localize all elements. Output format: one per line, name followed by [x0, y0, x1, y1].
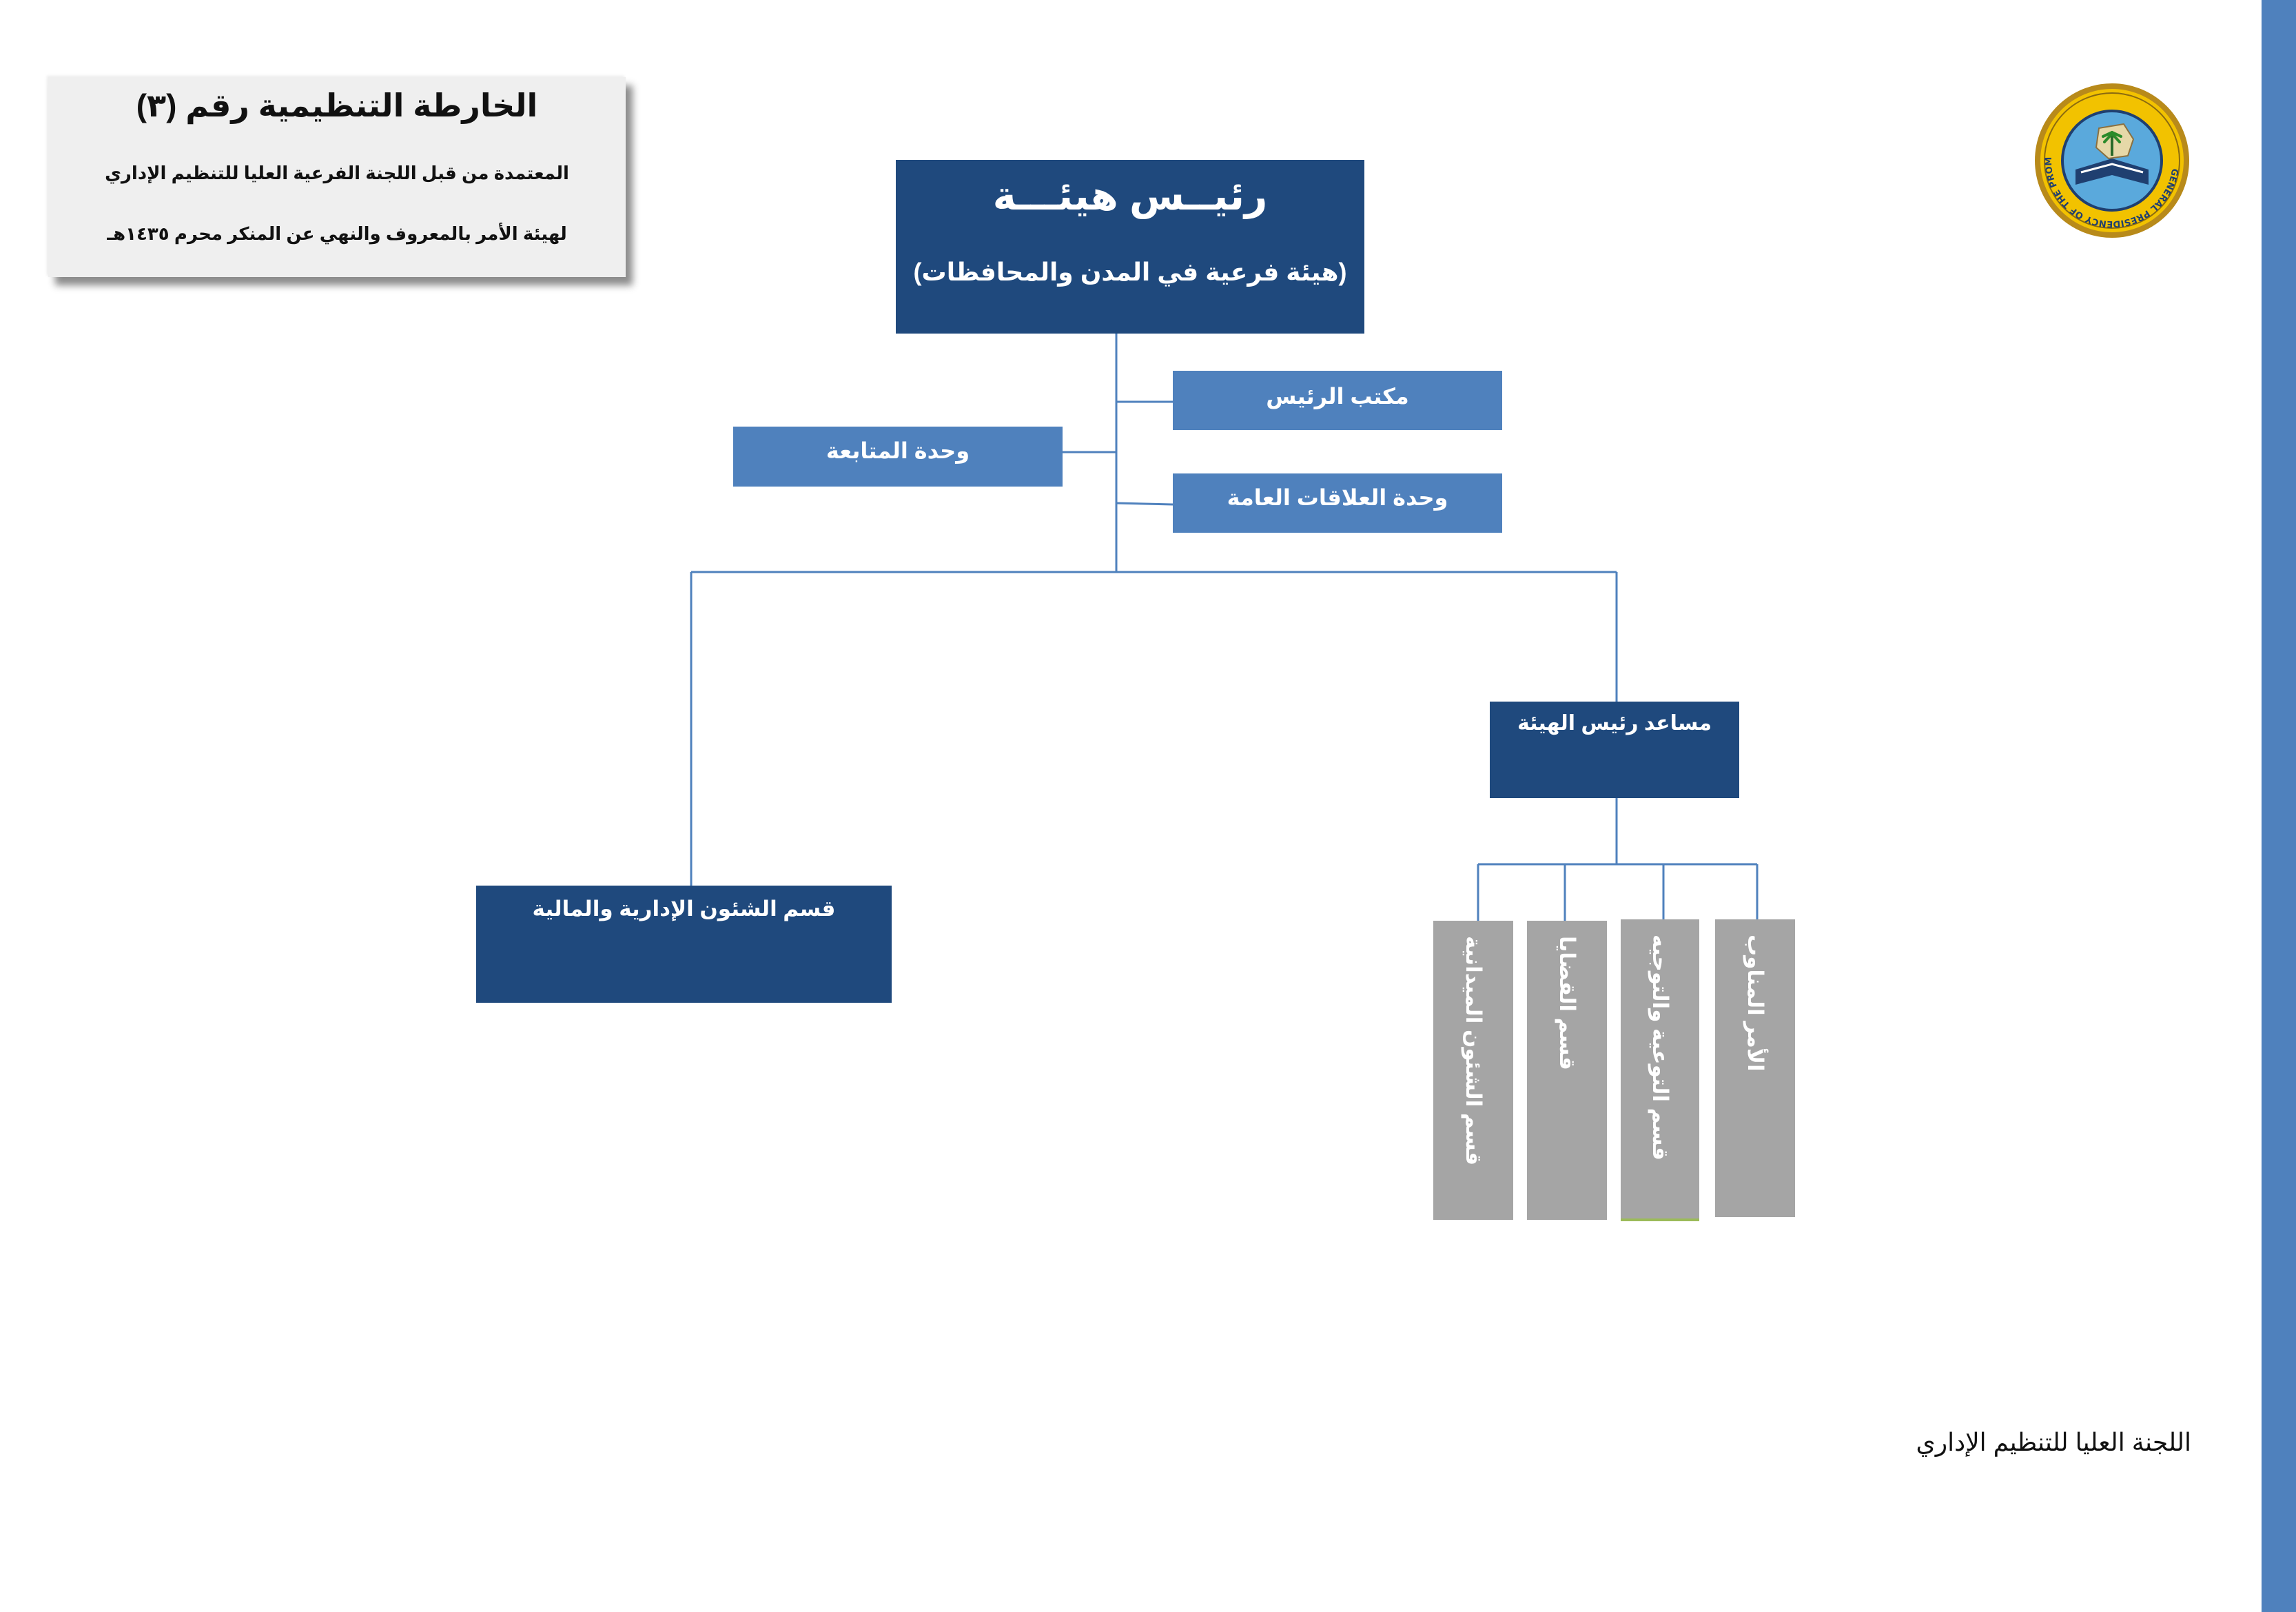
presidency-emblem-icon: GENERAL PRESIDENCY OF THE PROMOTION OF V… [2029, 74, 2191, 240]
assistant-box: مساعد رئيس الهيئة [1490, 702, 1739, 798]
authority-line: لهيئة الأمر بالمعروف والنهي عن المنكر مح… [107, 223, 567, 244]
president-office-box: مكتب الرئيس [1173, 371, 1502, 430]
chart-title: الخارطة التنظيمية رقم (٣) [136, 88, 538, 123]
admin-finance-box: قسم الشئون الإدارية والمالية [476, 886, 892, 1003]
section-label: قسم التوعية والتوجيه [1648, 935, 1672, 1161]
president-office-label: مكتب الرئيس [1266, 384, 1409, 409]
title-box: الخارطة التنظيمية رقم (٣) المعتمدة من قب… [48, 77, 626, 277]
branch-head-title: رئيــس هيئـــة [992, 174, 1268, 218]
branch-head-box: رئيــس هيئـــة (هيئة فرعية في المدن والم… [896, 160, 1364, 334]
public-relations-unit-label: وحدة العلاقات العامة [1227, 485, 1448, 510]
branch-head-subtitle: (هيئة فرعية في المدن والمحافظات) [913, 258, 1347, 286]
right-edge-bar [2262, 0, 2296, 1612]
follow-up-unit-label: وحدة المتابعة [826, 438, 970, 463]
assistant-label: مساعد رئيس الهيئة [1517, 712, 1712, 735]
admin-finance-label: قسم الشئون الإدارية والمالية [532, 897, 836, 921]
footer-text: اللجنة العليا للتنظيم الإداري [1916, 1428, 2191, 1456]
section-box: قسم القضايا [1527, 921, 1607, 1220]
section-label: قسم الشئون الميدانية [1462, 936, 1486, 1166]
section-box: قسم الشئون الميدانية [1433, 921, 1513, 1220]
follow-up-unit-box: وحدة المتابعة [733, 427, 1063, 487]
public-relations-unit-box: وحدة العلاقات العامة [1173, 473, 1502, 533]
section-label: قسم القضايا [1555, 936, 1579, 1070]
section-label: الأمر المناوب [1743, 935, 1767, 1072]
approval-line: المعتمدة من قبل اللجنة الفرعية العليا لل… [105, 163, 569, 183]
section-box: الأمر المناوب [1715, 919, 1795, 1217]
section-box: قسم التوعية والتوجيه [1621, 919, 1699, 1221]
